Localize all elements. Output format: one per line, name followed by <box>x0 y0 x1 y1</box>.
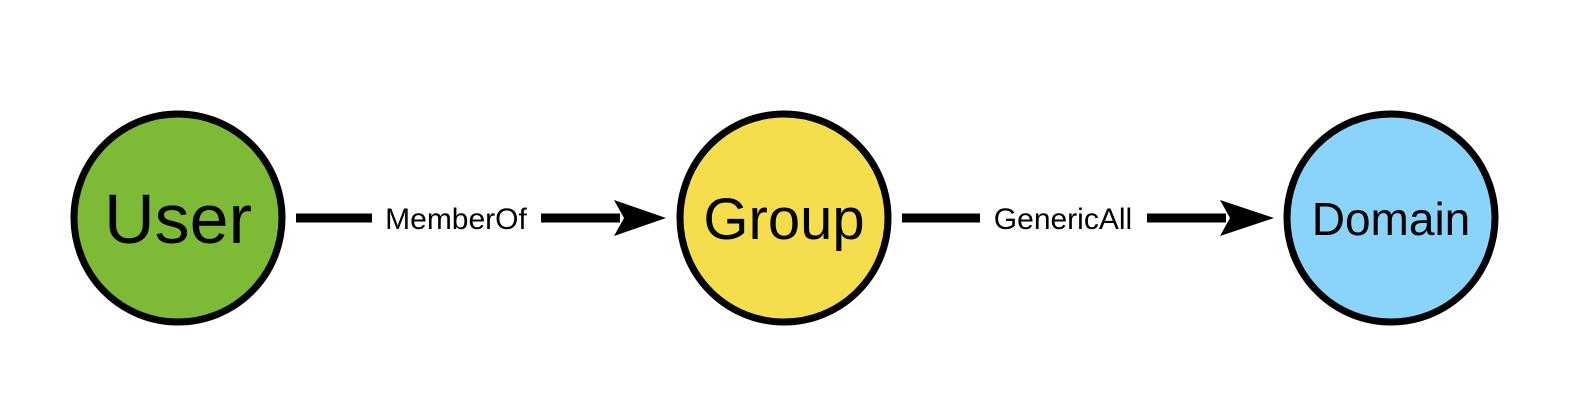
node-domain-label: Domain <box>1312 193 1471 245</box>
node-user-label: User <box>104 180 252 258</box>
node-domain: Domain <box>1283 110 1499 326</box>
node-domain-circle <box>1283 110 1499 326</box>
node-group-label: Group <box>703 187 864 252</box>
edge-memberof: MemberOf <box>296 200 666 236</box>
edge-genericall-label: GenericAll <box>994 203 1132 236</box>
node-group-circle <box>676 110 892 326</box>
edge-memberof-arrowhead <box>614 200 666 236</box>
node-user-circle <box>70 110 286 326</box>
edge-genericall-arrowhead <box>1220 200 1274 236</box>
edge-memberof-label: MemberOf <box>385 203 527 236</box>
node-group: Group <box>676 110 892 326</box>
edge-genericall: GenericAll <box>902 200 1274 236</box>
node-user: User <box>70 110 286 326</box>
